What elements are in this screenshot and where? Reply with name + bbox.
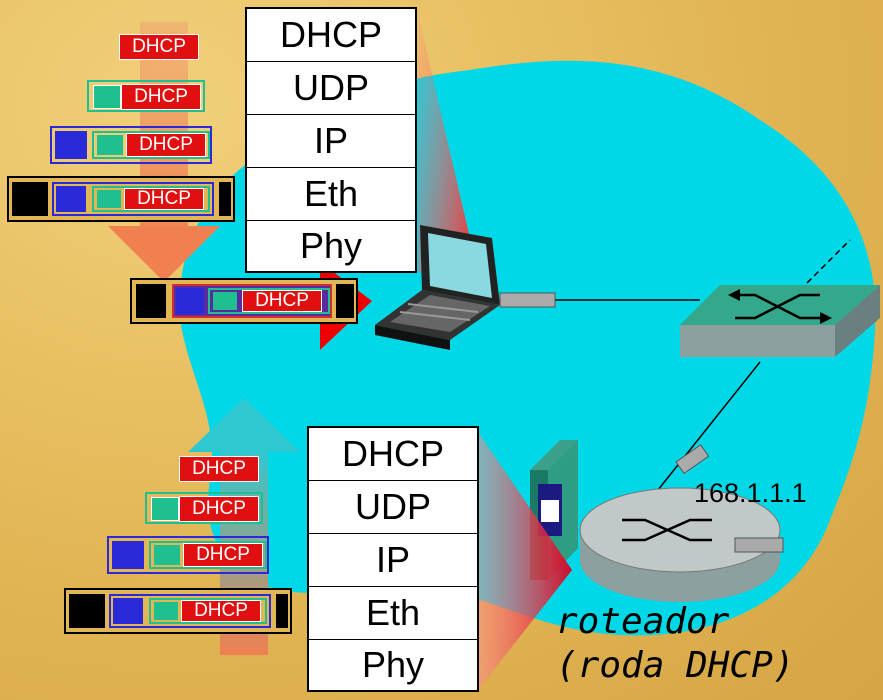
stack-layer-udp: UDP xyxy=(247,62,415,115)
packet-eth: DHCP xyxy=(7,176,235,222)
packet-ip-label: DHCP xyxy=(126,133,206,157)
link-switch-router xyxy=(649,361,761,501)
packet-dhcp: DHCP xyxy=(119,34,199,60)
packet-dhcp-label: DHCP xyxy=(119,34,199,60)
switch-icon xyxy=(680,285,880,357)
packet-udp-bottom-label: DHCP xyxy=(179,496,259,522)
udp-header xyxy=(93,85,121,109)
link-switch-out xyxy=(799,239,851,291)
eth-payload: DHCP xyxy=(52,182,214,216)
stack-layer-udp: UDP xyxy=(309,481,477,534)
packet-eth-bottom: DHCP xyxy=(64,588,292,634)
packet-dhcp-bottom-label: DHCP xyxy=(179,456,259,482)
stack-layer-phy: Phy xyxy=(361,644,425,685)
packet-udp-bottom: DHCP xyxy=(145,492,263,524)
packet-eth-label: DHCP xyxy=(124,188,204,210)
top-stack-beam xyxy=(418,14,480,282)
stack-layer-phy: Phy xyxy=(299,225,363,266)
packet-arriving: DHCP xyxy=(130,278,358,324)
packet-ip-bottom: DHCP xyxy=(107,536,269,574)
laptop-icon xyxy=(375,225,556,350)
bottom-protocol-stack: DHCP UDP IP Eth Phy xyxy=(307,426,479,692)
packet-arriving-label: DHCP xyxy=(242,290,322,312)
stack-layer-eth: Eth xyxy=(247,168,415,221)
top-protocol-stack: DHCP UDP IP Eth Phy xyxy=(245,7,417,273)
packet-dhcp-bottom: DHCP xyxy=(179,456,259,482)
router-caption-line1: roteador xyxy=(556,601,730,642)
eth-trailer xyxy=(219,182,231,216)
router-caption-line2: (roda DHCP) xyxy=(556,645,795,686)
stack-layer-ip: IP xyxy=(247,115,415,168)
eth-header xyxy=(12,182,48,216)
stack-layer-eth: Eth xyxy=(309,587,477,640)
router-caption: roteador (roda DHCP) xyxy=(556,600,794,688)
router-ip-label: 168.1.1.1 xyxy=(694,478,807,508)
packet-udp-label: DHCP xyxy=(121,84,201,110)
ip-payload: DHCP xyxy=(92,131,210,159)
stack-layer-dhcp: DHCP xyxy=(247,9,415,62)
stack-layer-ip: IP xyxy=(309,534,477,587)
packet-ip: DHCP xyxy=(50,126,212,164)
packet-eth-bottom-label: DHCP xyxy=(181,600,261,622)
packet-ip-bottom-label: DHCP xyxy=(183,543,263,567)
packet-udp: DHCP xyxy=(87,80,205,112)
bottom-stack-beam xyxy=(478,432,572,690)
ip-header xyxy=(55,131,87,159)
stack-layer-dhcp: DHCP xyxy=(309,428,477,481)
router-icon xyxy=(579,444,784,602)
